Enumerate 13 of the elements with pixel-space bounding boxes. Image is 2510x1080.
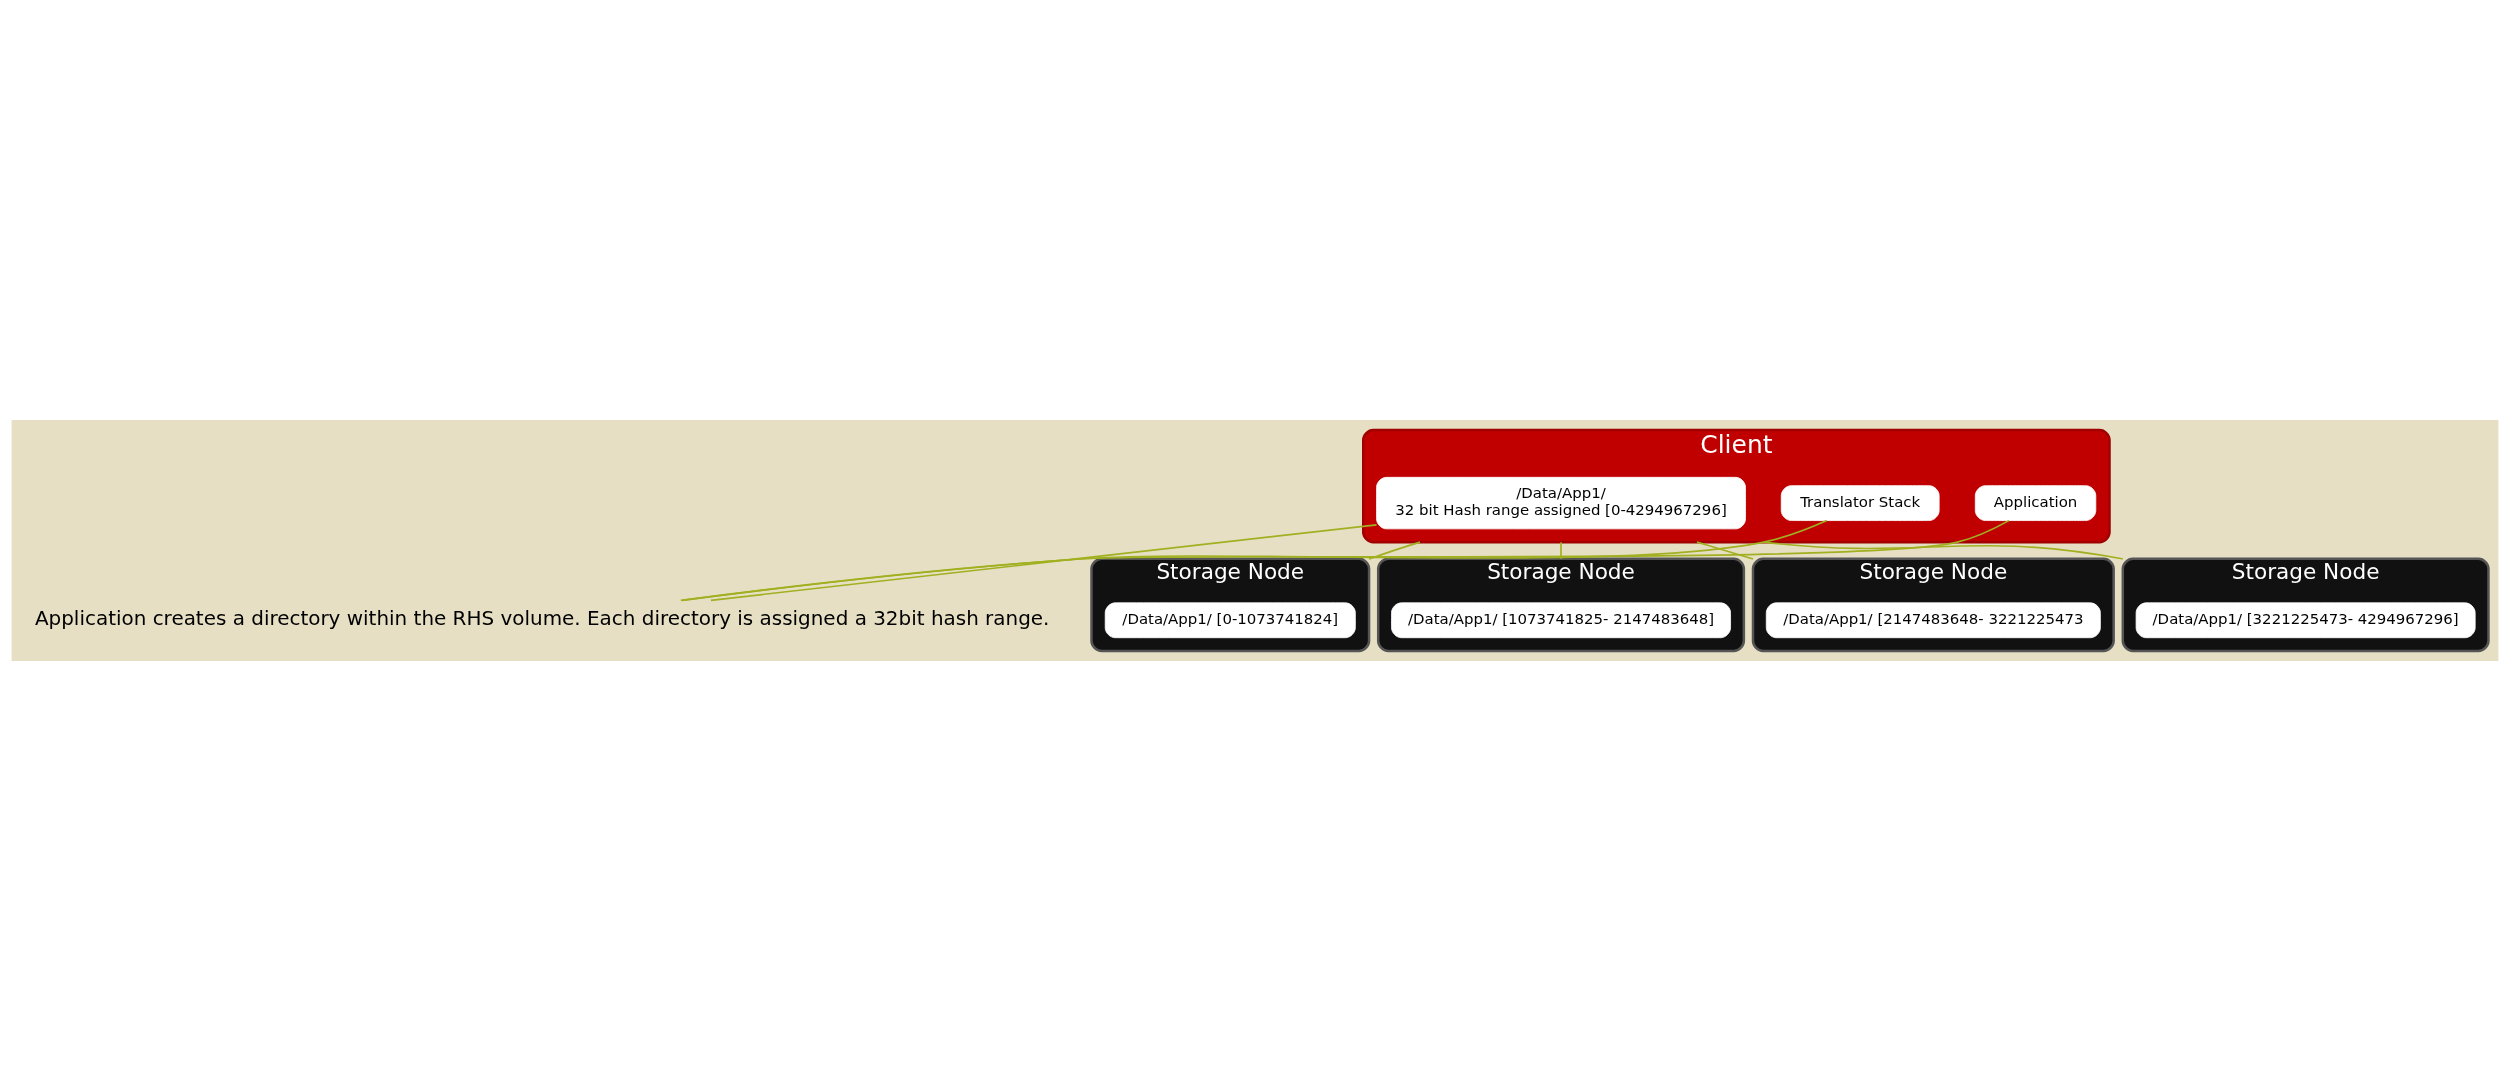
connector [1368,540,1421,560]
node-text: Application creates a directory within the RHS volume. Each directory is assigned a 32bit hash range. [34,605,1050,630]
connector [1696,540,1754,560]
node-box: /Data/App1/ [1073741825- 2147483648] [1391,601,1731,638]
node-box: Translator Stack [1780,484,1940,521]
connector [1762,540,2124,560]
node-box: /Data/App1/ 32 bit Hash range assigned [0-4294967296] [1376,476,1746,529]
node-box: /Data/App1/ [3221225473- 4294967296] [2135,601,2476,638]
connector [1560,540,1562,560]
node-box: Application [1974,484,2097,521]
node-box: /Data/App1/ [0-1073741824] [1104,601,1356,638]
connector [710,523,1378,601]
node-box: /Data/App1/ [2147483648- 3221225473 [1765,601,2101,638]
